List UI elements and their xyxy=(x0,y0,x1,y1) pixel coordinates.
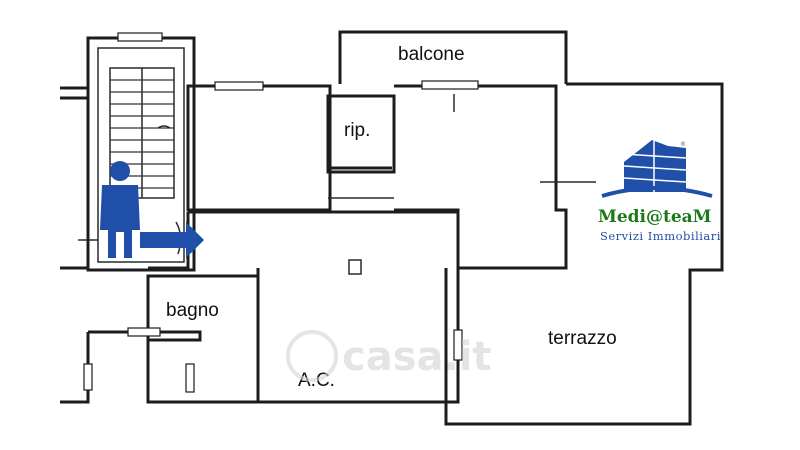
watermark-text: casa.it xyxy=(342,334,492,380)
logo-subtitle: Servizi Immobiliari xyxy=(600,229,721,243)
logo-name: Medi@teaM xyxy=(598,207,712,227)
label-terrazzo: terrazzo xyxy=(548,328,617,349)
watermark: casa.it xyxy=(286,330,492,382)
label-ripostiglio: rip. xyxy=(344,120,370,141)
label-balcone: balcone xyxy=(398,44,465,65)
person-icon xyxy=(100,161,140,258)
watermark-house-icon xyxy=(286,330,338,382)
logo-registered: ® xyxy=(680,141,686,148)
arrow-right-icon xyxy=(140,222,204,258)
building-logo-icon xyxy=(601,140,713,198)
label-bagno: bagno xyxy=(166,300,219,321)
apartment-walls xyxy=(60,30,724,426)
